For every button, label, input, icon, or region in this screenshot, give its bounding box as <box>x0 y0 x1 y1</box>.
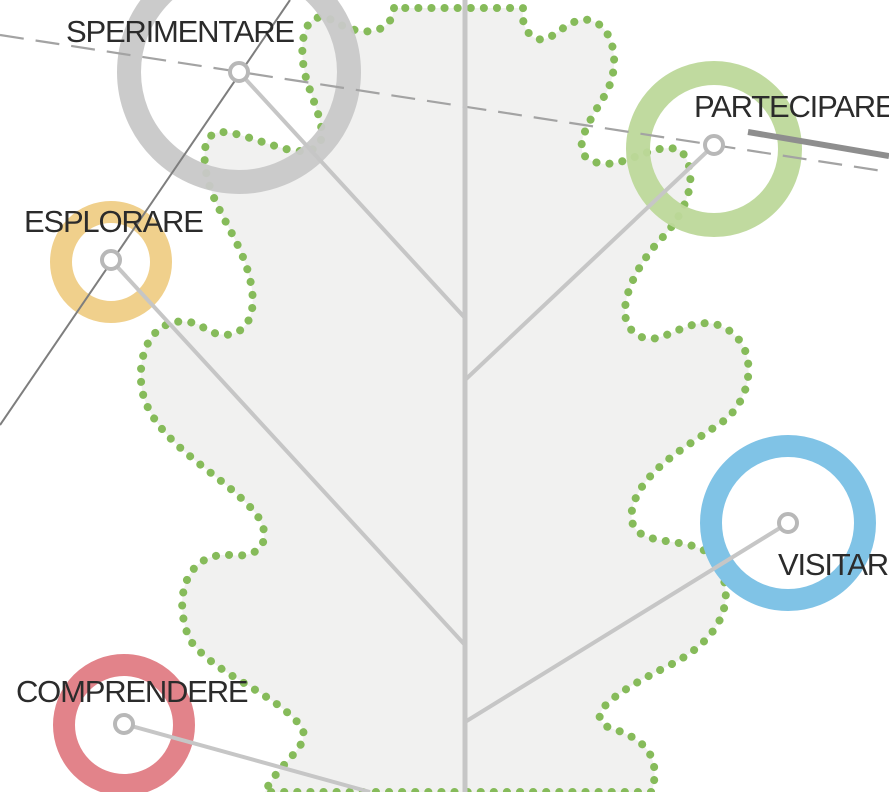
partecipare-ring <box>626 61 802 237</box>
dashed-guide-line <box>0 33 889 174</box>
vein-comprendere <box>123 722 371 792</box>
partecipare-marker <box>703 134 725 156</box>
esplorare-marker <box>100 249 122 271</box>
vein-esplorare <box>109 258 467 647</box>
dark-short-line <box>747 129 889 159</box>
esplorare-ring <box>50 201 172 323</box>
visitare-marker <box>777 512 799 534</box>
comprendere-marker <box>113 713 135 735</box>
label-visitare: VISITARE <box>778 547 889 582</box>
vein-visitare <box>463 521 790 724</box>
label-sperimentare: SPERIMENTARE <box>66 14 294 49</box>
label-comprendere: COMPRENDERE <box>16 674 248 709</box>
vein-partecipare <box>463 143 716 382</box>
label-esplorare: ESPLORARE <box>24 204 203 239</box>
label-partecipare: PARTECIPARE <box>694 89 889 124</box>
visitare-ring <box>700 435 876 611</box>
sperimentare-ring <box>117 0 361 194</box>
comprendere-ring <box>53 654 195 792</box>
vein-sperimentare <box>237 70 467 320</box>
sperimentare-marker <box>228 61 250 83</box>
